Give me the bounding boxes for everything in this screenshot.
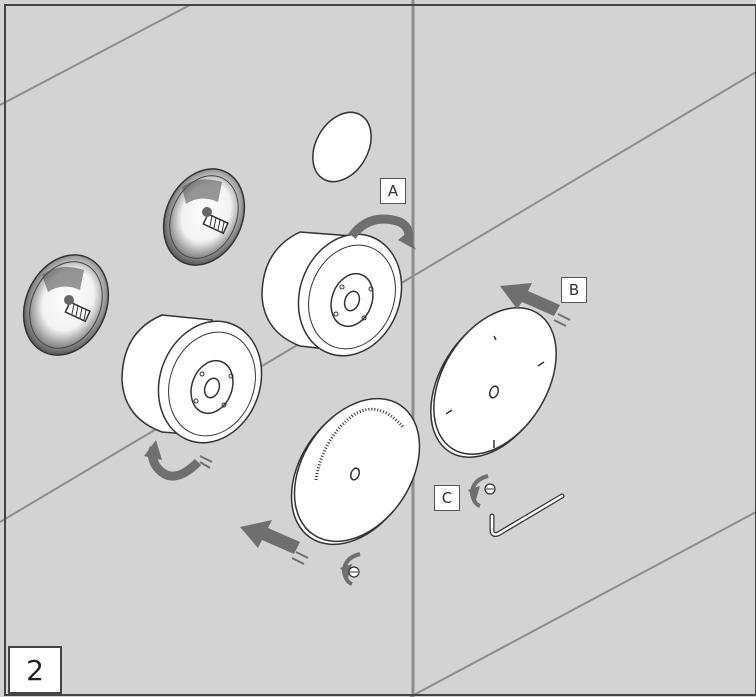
lock-rotate-icon (340, 552, 361, 586)
callout-label-c: C (434, 485, 460, 511)
upper-cylinder-body (261, 231, 403, 357)
rotate-arrow-icon (144, 440, 213, 481)
lock-rotate-icon (468, 474, 496, 508)
spindle-icon (202, 213, 229, 235)
callout-label-a: A (380, 178, 406, 204)
left-valve-escutcheon (22, 254, 110, 356)
graduated-dial-plate (290, 397, 421, 546)
lower-cylinder-body (121, 314, 263, 444)
cover-cap (312, 111, 372, 183)
callout-label-b: B (561, 277, 587, 303)
spindle-icon (64, 301, 91, 323)
diagram-border (4, 4, 756, 696)
upper-valve-escutcheon (162, 168, 246, 266)
rotate-arrow-icon (348, 214, 416, 250)
round-cover-plate (430, 307, 557, 458)
push-arrow-icon (500, 283, 571, 327)
step-number: 2 (8, 646, 62, 694)
hex-key-icon (489, 493, 565, 537)
push-arrow-icon (240, 520, 309, 565)
